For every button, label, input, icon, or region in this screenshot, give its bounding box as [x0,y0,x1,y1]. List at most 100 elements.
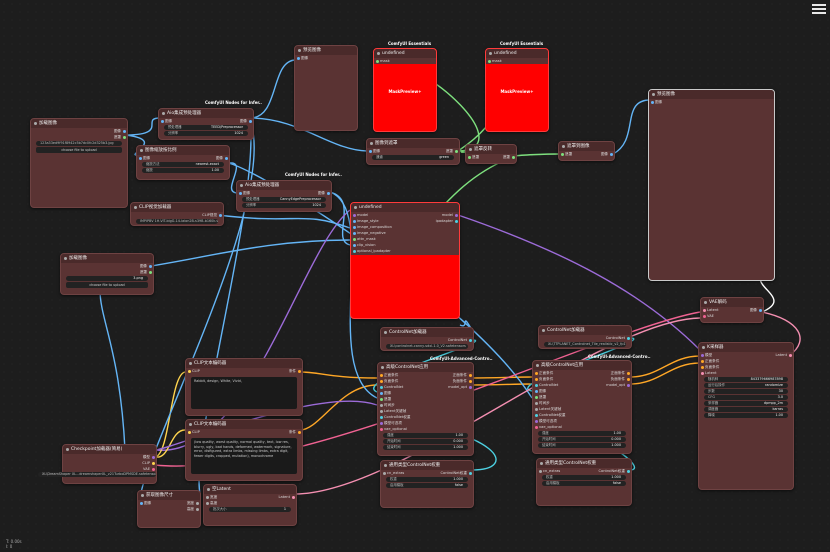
node-badge: ComfyUI Nodes for Infer.. [285,172,342,177]
mask-preview-node-1[interactable]: undefined mask MaskPreview+ [373,48,437,132]
node-title: K采样器 [699,343,793,352]
node-badge: ComfyUI-Advanced-Contro.. [430,356,493,361]
node-title: 加载图像 [61,254,153,263]
node-title: 遮罩反转 [466,145,516,154]
advanced-controlnet-apply-node-1[interactable]: 高级ControlNet应用 正面条件正面条件 负面条件负面条件 Control… [377,362,474,456]
mask-to-image-node[interactable]: 遮罩到图像 遮罩图像 [558,141,615,161]
node-title: CLIP文本编码器 [186,420,302,429]
advanced-controlnet-apply-node-2[interactable]: 高级ControlNet应用 正面条件正面条件 负面条件负面条件 Control… [532,360,632,454]
node-title: ControlNet加载器 [539,326,631,335]
invert-mask-node[interactable]: 遮罩反转 遮罩遮罩 [465,144,517,164]
node-title: Checkpoint加载器(简易) [63,445,156,454]
controlnet-model-select[interactable]: XL\controlnet-canny-sdxl-1.0_V2.safetens… [386,344,468,349]
output-slot: 遮罩 [31,134,127,140]
node-title: 预览图像 [649,90,774,99]
preview-image-node-1[interactable]: 预览图像 图像 [294,45,358,131]
image-file-select[interactable]: 123a33ed9f91f8942c5b7dc0fc2d325b3.jpg [36,141,122,146]
node-badge: ComfyUI-Advanced-Contro.. [588,354,651,359]
controlnet-model-select[interactable]: XL\TTPLANET_Controlnet_Tile_realistic_v2… [544,342,626,347]
clip-vision-loader-node[interactable]: CLIP视觉加载器 CLIP视觉 IMPIPBV 1H-ViT-bigG-14-… [130,202,224,226]
preview-image-node-2[interactable]: 预览图像 图像 [648,89,775,281]
node-title: undefined [351,203,459,212]
checkpoint-select[interactable]: XL\DreamShaper XL...dreamshaperXL_v21Tur… [38,472,156,477]
clip-vision-model-select[interactable]: IMPIPBV 1H-ViT-bigG-14-laion2B-s39B-b160… [136,219,218,224]
node-title: 获取图像尺寸 [138,491,200,500]
controlnet-loader-node-1[interactable]: ControlNet加载器 ControlNet XL\controlnet-c… [380,327,474,351]
node-title: 空Latent [204,485,296,494]
load-image-node-2[interactable]: 加载图像 图像 遮罩 3.png choose file to upload [60,253,154,295]
node-badge: ComfyUI Nodes for Infer.. [205,100,262,105]
controlnet-loader-node-2[interactable]: ControlNet加载器 ControlNet XL\TTPLANET_Con… [538,325,632,349]
node-title: 遮罩到图像 [559,142,614,151]
image-file-select[interactable]: 3.png [66,276,148,281]
output-slot: 图像 [31,128,127,134]
mask-preview-node-2[interactable]: undefined mask MaskPreview+ [485,48,549,132]
status-readout: T: 0.00s I: 0 [6,539,22,549]
node-title: undefined [486,49,548,58]
upload-button[interactable]: choose file to upload [66,282,148,288]
node-title: 图像缩放按比例 [137,146,229,155]
node-title: 预览图像 [295,46,357,55]
node-title: 加载图像 [31,119,127,128]
prompt-textarea[interactable]: Rabbit, design, White, Vivid, [191,377,297,409]
node-badge: ComfyUI Essentials [388,41,432,46]
get-image-size-node[interactable]: 获取图像尺寸 图像宽度 高度 [137,490,201,528]
load-image-node-1[interactable]: 加载图像 图像 遮罩 123a33ed9f91f8942c5b7dc0fc2d3… [30,118,128,208]
node-title: ControlNet加载器 [381,328,473,337]
mask-preview-label: MaskPreview+ [388,89,422,94]
node-title: 高级ControlNet应用 [533,361,631,370]
node-title: 通用类型ControlNet权重 [537,459,631,468]
node-title: CLIP文本编码器 [186,359,302,368]
node-badge: ComfyUI Essentials [500,41,544,46]
node-title: Aio集成预处理器 [159,109,253,118]
node-title: undefined [374,49,436,58]
negative-prompt-textarea[interactable]: (low quality, worst quality, normal qual… [191,438,297,474]
hamburger-menu-icon[interactable] [812,2,826,14]
upload-button[interactable]: choose file to upload [36,147,122,153]
node-title: 通用类型ControlNet权重 [381,461,473,470]
node-title: CLIP视觉加载器 [131,203,223,212]
node-title: 高级ControlNet应用 [378,363,473,372]
checkpoint-loader-node[interactable]: Checkpoint加载器(简易) 模型 CLIP VAE [62,444,157,484]
mask-preview-label: MaskPreview+ [500,89,534,94]
node-title: 图像到遮罩 [367,139,459,148]
